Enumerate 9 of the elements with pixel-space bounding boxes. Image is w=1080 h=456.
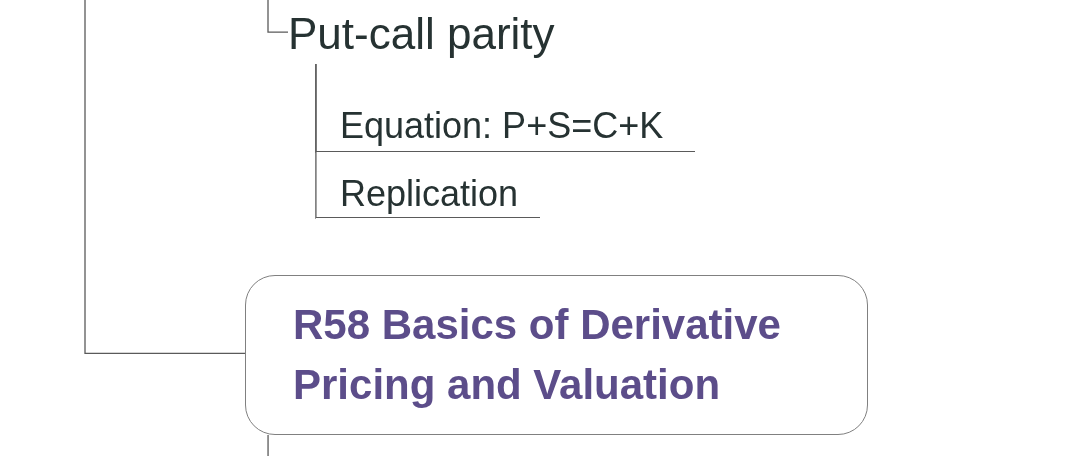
- connector-line: [84, 0, 246, 355]
- connector-line: [315, 63, 317, 219]
- underlined-topic-text: Replication: [316, 168, 540, 218]
- topic-title: R58 Basics of Derivative Pricing and Valuation: [293, 300, 782, 410]
- connector-line: [267, 434, 269, 456]
- underlined-topic-text: Equation: P+S=C+K: [316, 100, 695, 152]
- connector-line: [267, 0, 289, 33]
- subtopic-text: Put-call parity: [288, 8, 578, 64]
- main-topic-box: [245, 275, 868, 435]
